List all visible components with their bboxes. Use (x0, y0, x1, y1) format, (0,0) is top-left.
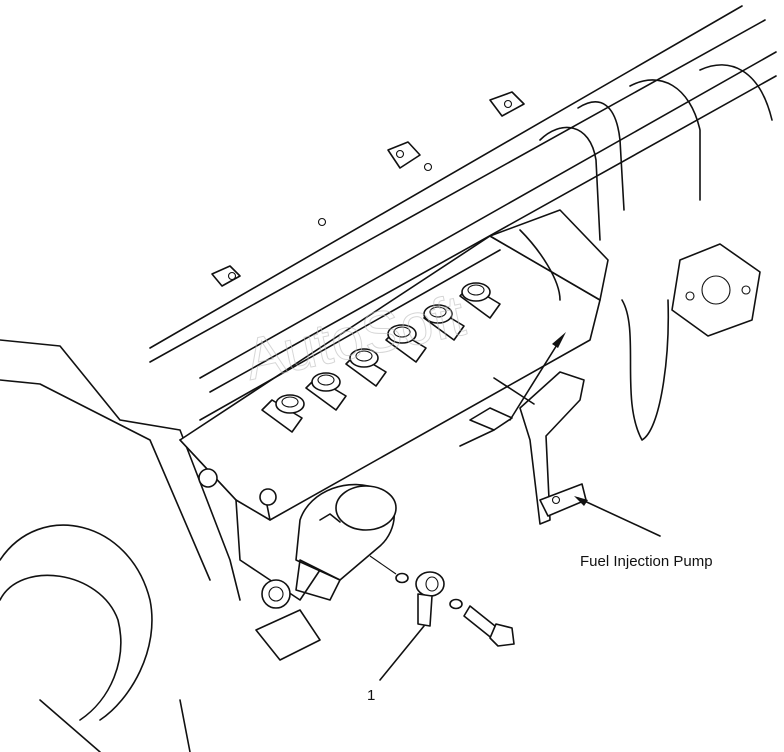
delivery-valve-holders (261, 282, 501, 433)
delivery-valve-4 (385, 324, 427, 363)
intake-runners (539, 64, 773, 441)
washer-left (395, 572, 409, 584)
delivery-valve-6 (459, 282, 501, 319)
callout-1-leader (379, 625, 425, 681)
delivery-valve-1 (261, 394, 305, 433)
banjo-bolt (463, 605, 515, 647)
delivery-valve-3 (345, 348, 387, 387)
washer-right (449, 598, 463, 610)
timing-gear-housing (0, 339, 241, 752)
banjo-fitting (415, 571, 445, 627)
delivery-valve-5 (423, 304, 465, 341)
cylinder-head (149, 5, 777, 393)
pump-callout-arrows (493, 332, 661, 537)
delivery-valve-2 (305, 372, 347, 411)
pump-bracket (459, 371, 587, 525)
feed-pump (255, 483, 397, 661)
exploded-parts (369, 555, 515, 647)
part-1-label: 1 (367, 687, 375, 704)
fuel-injection-pump-label: Fuel Injection Pump (580, 553, 713, 570)
